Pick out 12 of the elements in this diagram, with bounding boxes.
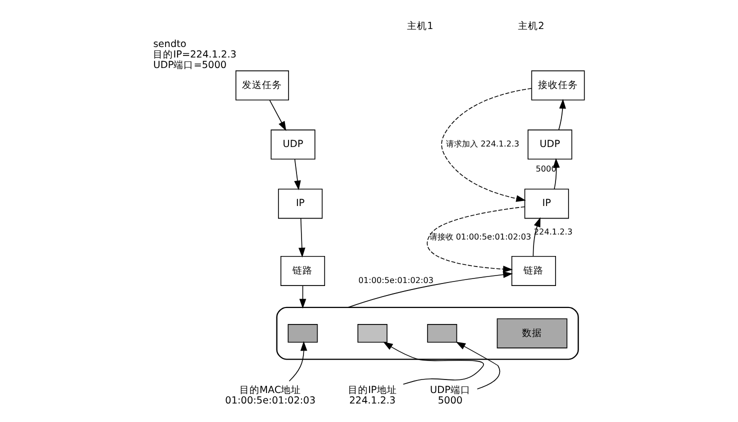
node-text: UDP端口 5000 [430,385,470,407]
node-label: sendto [153,38,186,50]
label: 主机1 [407,20,434,32]
node-text: 目的IP地址 224.1.2.3 [348,385,397,407]
edge-label: 请接收 01:00:5e:01:02:03 [429,231,532,242]
node-label: UDP端口=5000 [153,60,227,72]
edge-label: 01:00:5e:01:02:03 [358,274,434,285]
node-text: 目的MAC地址 01:00:5e:01:02:03 [225,385,316,407]
edge-label: 5000 [536,164,556,174]
node-label: 目的IP=224.1.2.3 [153,50,236,61]
label: 主机2 [518,20,544,32]
edge-label: 请求加入 224.1.2.3 [446,138,520,149]
